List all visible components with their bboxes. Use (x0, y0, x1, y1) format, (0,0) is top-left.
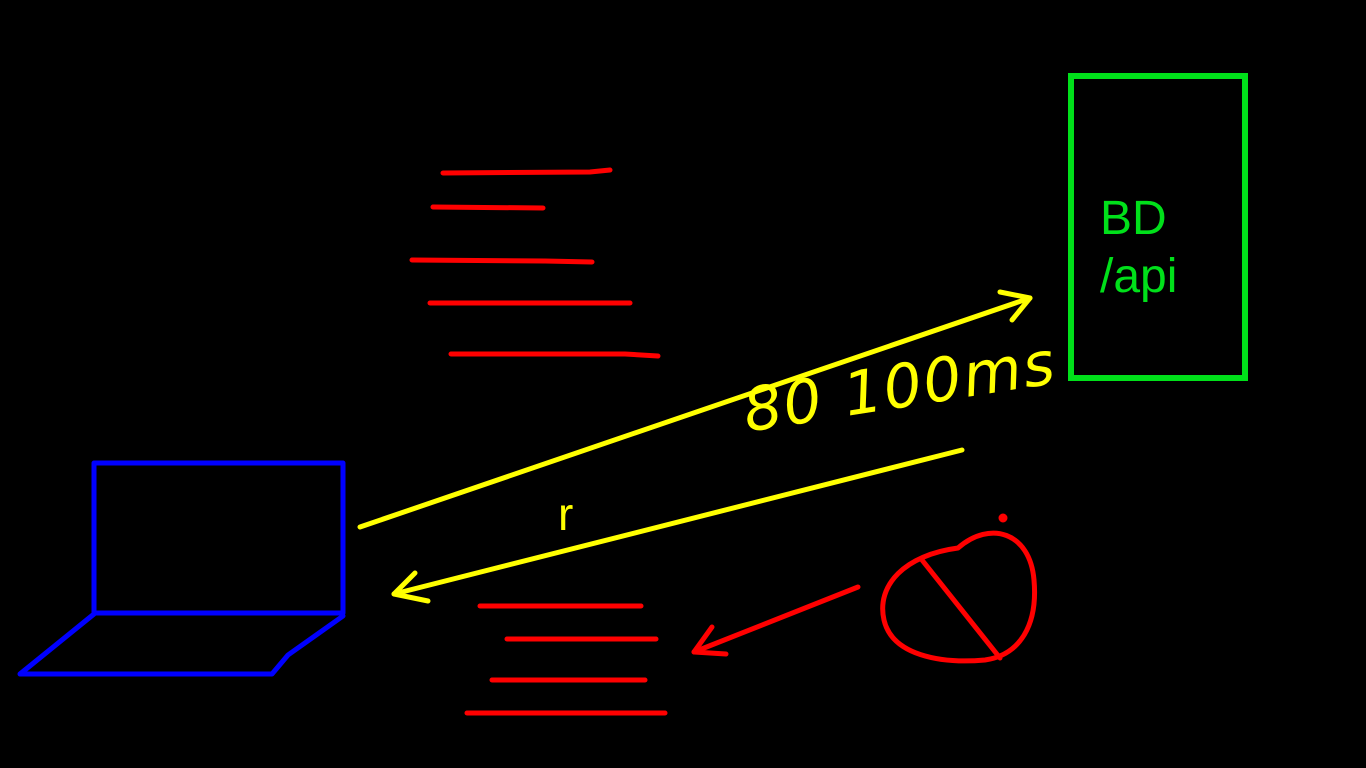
laptop-screen (91, 460, 346, 616)
response-arrow (391, 447, 965, 604)
data-lines-top (409, 167, 661, 359)
server-label-line1: BD (1100, 192, 1167, 245)
server-box (1068, 73, 1248, 381)
data-arrow (691, 584, 861, 657)
cache-circle-icon (880, 513, 1038, 664)
request-arrow (357, 289, 1033, 530)
laptop-icon (17, 460, 346, 677)
laptop-keyboard (17, 611, 346, 677)
server-label: BD /api (1100, 190, 1177, 306)
data-lines-bottom (464, 603, 668, 716)
request-label: r (558, 488, 574, 540)
server-label-line2: /api (1100, 250, 1178, 303)
